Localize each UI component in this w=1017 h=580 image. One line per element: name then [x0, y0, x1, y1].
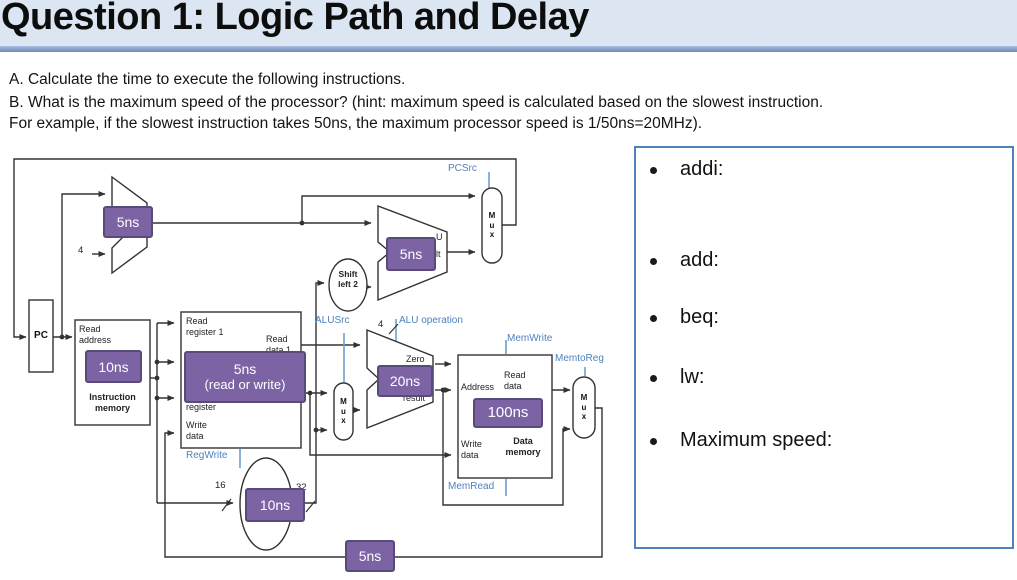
alusrc-mux-shape [333, 382, 354, 441]
delay-registers: 5ns (read or write) [184, 351, 306, 403]
alusrc-label: ALUSrc [315, 315, 350, 326]
title-rule [0, 46, 1017, 52]
instruction-memory-label: Instruction memory [89, 392, 136, 413]
alu-result-remnant: result [403, 393, 426, 403]
answer-item-lw: lw: [636, 366, 1006, 389]
memtoreg-mux-shape [572, 376, 596, 439]
mem-read-data-label: Read [504, 370, 526, 380]
shift-left-2-label: Shift left 2 [338, 269, 358, 289]
write-register-remnant: register [186, 402, 217, 412]
instruction-line-b1: B. What is the maximum speed of the proc… [9, 94, 824, 111]
alu-operation-label: ALU operation [399, 315, 463, 326]
registers-write-data-label: Write data [186, 420, 207, 441]
delay-registers-note: (read or write) [204, 377, 286, 392]
branch-adder-remnant-top: U [436, 232, 443, 242]
memtoreg-label: MemtoReg [555, 353, 604, 364]
mem-write-data-label: Write data [461, 439, 482, 460]
answer-panel: addi: add: beq: lw: Maximum speed: [634, 146, 1014, 549]
bus-width-slashes [221, 323, 399, 513]
answer-label: lw: [680, 366, 705, 388]
alusrc-mux-label: M u x [340, 397, 347, 426]
read-data1-label: Read [266, 334, 288, 344]
answer-label: Maximum speed: [680, 429, 833, 451]
address-label: Address [461, 382, 495, 392]
page-title: Question 1: Logic Path and Delay [1, 0, 589, 38]
read-address-label: Read address [79, 324, 112, 345]
pcsrc-mux-label: M u x [488, 211, 496, 240]
delay-branch-adder: 5ns [386, 237, 436, 271]
answer-item-beq: beq: [636, 306, 1006, 329]
answer-item-add: add: [636, 249, 1006, 272]
datapath-diagram: PC Read address Instruction memory Read … [0, 140, 648, 580]
title-bar: Question 1: Logic Path and Delay [0, 0, 1017, 46]
answer-label: addi: [680, 158, 724, 180]
answer-item-maximum-speed: Maximum speed: [636, 429, 1006, 452]
delay-alu: 20ns [377, 365, 433, 397]
delay-registers-value: 5ns [233, 361, 257, 377]
shift-left-2-shape [328, 258, 368, 312]
answer-label: add: [680, 249, 719, 271]
pcsrc-label: PCSrc [448, 163, 477, 174]
answer-label: beq: [680, 306, 719, 328]
instruction-line-a: A. Calculate the time to execute the fol… [9, 71, 406, 88]
answer-item-addi: addi: [636, 158, 1006, 181]
regwrite-label: RegWrite [186, 450, 228, 461]
read-data1-label-2: data 1 [266, 345, 292, 355]
data-memory-label: Data memory [505, 436, 541, 457]
delay-instruction-memory: 10ns [85, 350, 142, 383]
delay-sign-extend: 10ns [245, 488, 305, 522]
pcsrc-mux-shape [481, 187, 503, 264]
memread-label: MemRead [448, 481, 495, 492]
delay-writeback-wire: 5ns [345, 540, 395, 572]
bullet-icon [650, 167, 657, 174]
read-register1-label: Read register 1 [186, 316, 224, 337]
bullet-icon [650, 258, 657, 265]
sign-extend-in-width: 16 [215, 480, 226, 491]
delay-data-memory: 100ns [473, 398, 543, 428]
alu-op-width-label: 4 [378, 319, 384, 330]
mem-read-data-label-2: data [504, 381, 522, 391]
bullet-icon [650, 438, 657, 445]
delay-pc-adder: 5ns [103, 206, 153, 238]
pc-box [28, 299, 54, 373]
instruction-line-b2: For example, if the slowest instruction … [9, 115, 703, 132]
branch-adder-remnant-bottom: lt [436, 249, 441, 259]
alu-zero-label: Zero [406, 354, 425, 364]
memwrite-label: MemWrite [507, 333, 553, 344]
bullet-icon [650, 315, 657, 322]
bullet-icon [650, 375, 657, 382]
memtoreg-mux-label: M u x [580, 393, 588, 422]
pc-label: PC [34, 330, 48, 342]
control-tick-lines [239, 172, 586, 496]
junction-dots [59, 220, 446, 433]
pc-increment-label: 4 [78, 245, 84, 256]
sign-extend-out-width: 32 [296, 482, 307, 494]
